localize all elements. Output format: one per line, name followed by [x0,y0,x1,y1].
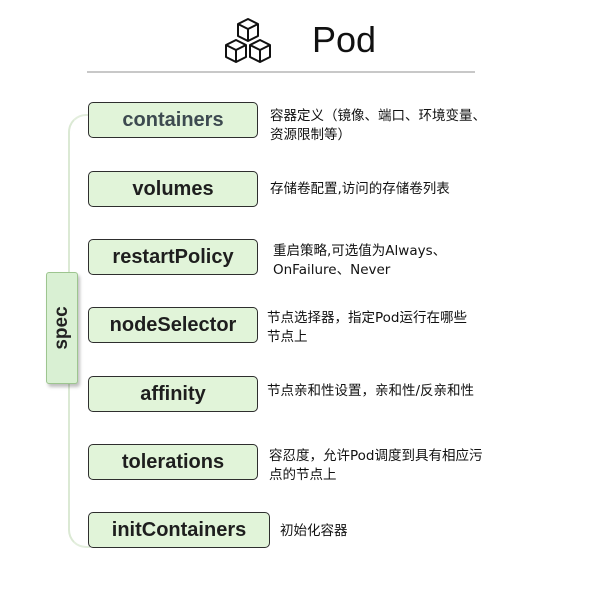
field-tolerations: tolerations [88,444,258,480]
desc-tolerations: 容忍度，允许Pod调度到具有相应污 点的节点上 [269,448,483,483]
field-init-containers: initContainers [88,512,270,548]
desc-volumes: 存储卷配置,访问的存储卷列表 [270,181,450,197]
spec-label: spec [51,306,72,350]
field-containers: containers [88,102,258,138]
desc-init-containers: 初始化容器 [280,523,348,539]
field-restart-policy: restartPolicy [88,239,258,275]
field-node-selector: nodeSelector [88,307,258,343]
cubes-icon [222,17,274,65]
desc-containers: 容器定义（镜像、端口、环境变量、 资源限制等） [270,108,486,143]
title-divider [87,71,475,73]
page-title: Pod [312,19,377,60]
desc-node-selector: 节点选择器，指定Pod运行在哪些 节点上 [267,310,467,345]
field-volumes: volumes [88,171,258,207]
spec-node: spec [46,272,78,384]
desc-affinity: 节点亲和性设置，亲和性/反亲和性 [267,383,475,399]
field-affinity: affinity [88,376,258,412]
desc-restart-policy: 重启策略,可选值为Always、 OnFailure、Never [273,243,447,278]
